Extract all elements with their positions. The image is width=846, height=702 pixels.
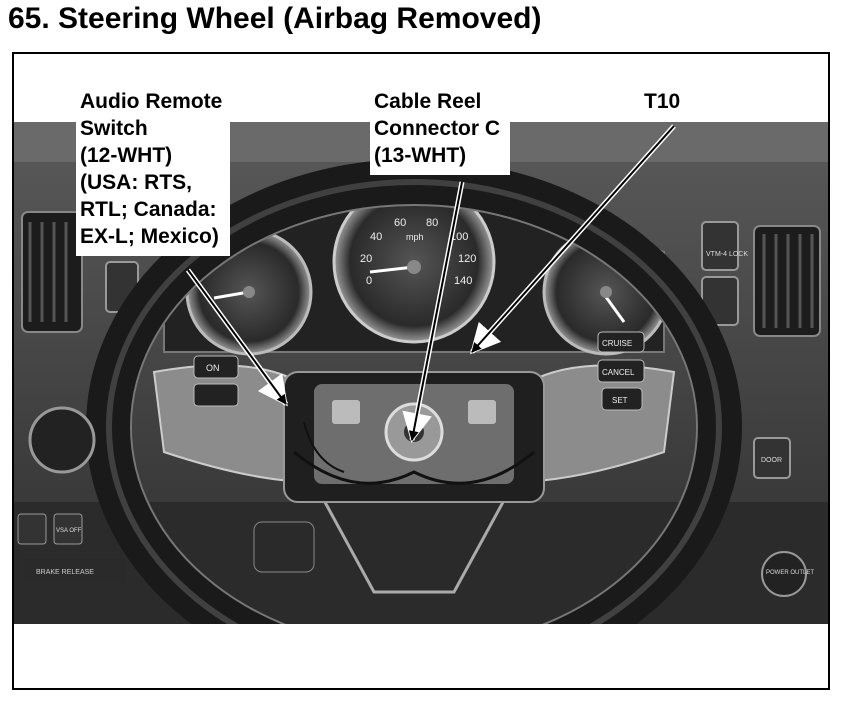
vsa-off-label: VSA OFF	[56, 528, 82, 534]
figure-frame: 20 40 60 80 100 120 140 0 mph	[12, 52, 830, 690]
power-outlet: POWER OUTLET	[761, 551, 814, 597]
speedo-needle	[369, 265, 415, 274]
cruise-on-label: ON	[206, 363, 220, 373]
speedo-tick-0: 0	[366, 275, 372, 287]
speedo-tick-80: 80	[426, 217, 438, 229]
callout-line: Cable Reel	[374, 90, 482, 113]
brake-release-label-group: BRAKE RELEASE	[24, 558, 124, 582]
left-air-vent	[21, 211, 83, 333]
callout-line: Switch	[80, 117, 148, 140]
callout-line: Connector C	[374, 117, 500, 140]
cruise-label: CRUISE	[602, 339, 632, 348]
speedo-tick-40: 40	[370, 231, 382, 243]
callout-t10: T10	[636, 86, 691, 117]
cruise-on-button: ON	[193, 355, 239, 379]
callout-audio-remote-switch: Audio Remote Switch (12-WHT) (USA: RTS, …	[76, 86, 231, 256]
speedo-tick-20: 20	[360, 253, 372, 265]
headlight-knob	[28, 406, 96, 474]
callout-cable-reel-connector: Cable Reel Connector C (13-WHT)	[370, 86, 510, 175]
cancel-label: CANCEL	[602, 368, 635, 377]
cancel-button: CANCEL	[597, 359, 645, 383]
speedo-tick-100: 100	[450, 231, 468, 243]
speedo-unit: mph	[406, 232, 424, 242]
vtm-lock-label: VTM-4 LOCK	[706, 251, 748, 258]
right-air-vent	[753, 225, 821, 337]
door-label: DOOR	[761, 457, 782, 464]
exposed-hub	[283, 371, 545, 503]
callout-line: Audio Remote	[80, 90, 223, 113]
callout-line: RTL; Canada:	[80, 198, 217, 221]
door-switch: DOOR	[753, 437, 791, 479]
callout-line: T10	[644, 90, 681, 113]
speedo-tick-140: 140	[454, 275, 472, 287]
set-label: SET	[612, 396, 628, 405]
callout-line: (13-WHT)	[374, 144, 467, 167]
cruise-down-button	[193, 383, 239, 407]
power-outlet-label: POWER OUTLET	[766, 570, 814, 576]
vsa-off-button: VSA OFF	[53, 513, 83, 545]
fog-light-button	[17, 513, 47, 545]
audio-remote-switch	[253, 521, 315, 573]
set-button: SET	[601, 387, 643, 411]
callout-line: EX-L; Mexico)	[80, 225, 219, 248]
speedo-tick-120: 120	[458, 253, 476, 265]
page-title: 65. Steering Wheel (Airbag Removed)	[8, 2, 542, 35]
brake-release-label: BRAKE RELEASE	[36, 569, 94, 576]
cruise-button: CRUISE	[597, 331, 645, 353]
vtm-lock-button: VTM-4 LOCK	[701, 221, 748, 271]
speedo-tick-60: 60	[394, 217, 406, 229]
callout-line: (12-WHT)	[80, 144, 173, 167]
callout-line: (USA: RTS,	[80, 171, 192, 194]
